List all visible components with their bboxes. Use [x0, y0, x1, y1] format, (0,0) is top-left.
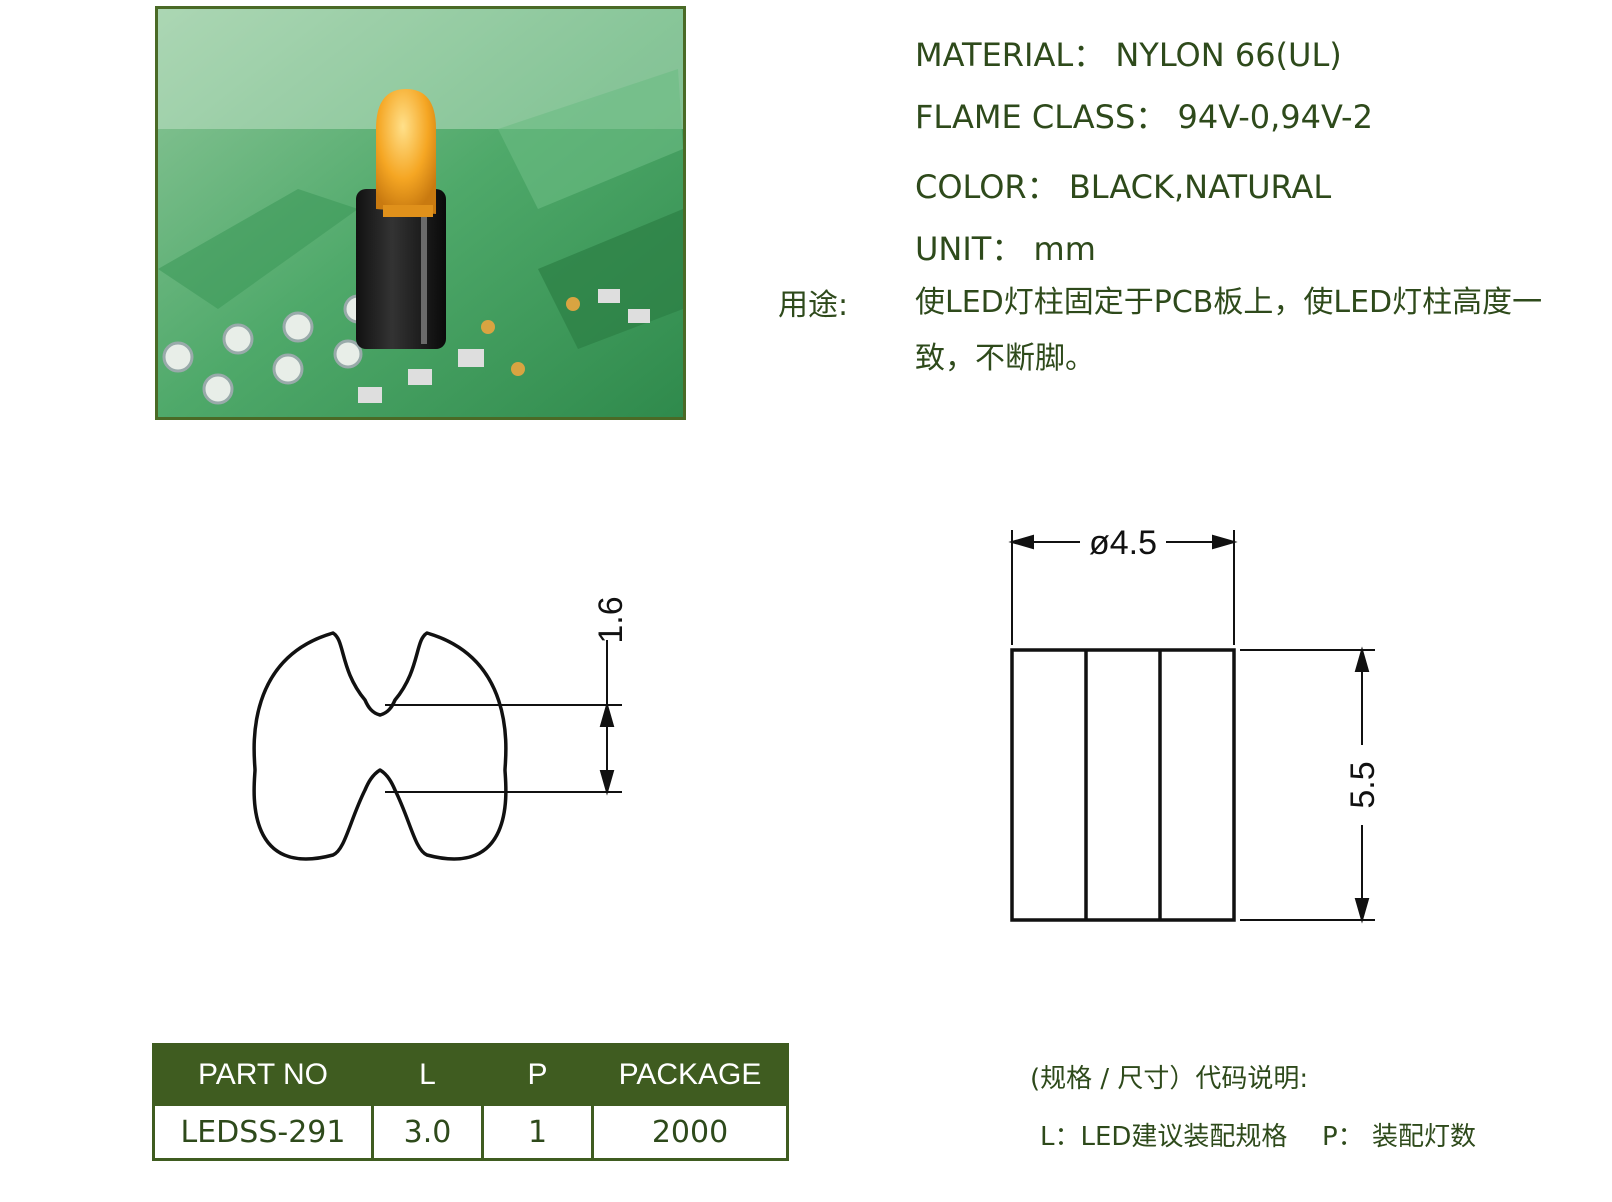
part-table: PART NO L P PACKAGE LEDSS-291 3.0 1 2000: [152, 1043, 789, 1161]
table-row: LEDSS-291 3.0 1 2000: [152, 1103, 789, 1161]
cell-p: 1: [481, 1103, 594, 1161]
header-package: PACKAGE: [591, 1043, 789, 1105]
slot-dimension-label: 1.6: [592, 596, 630, 643]
header-p: P: [481, 1043, 594, 1105]
cell-l: 3.0: [371, 1103, 484, 1161]
spec-flame-label: FLAME CLASS：: [915, 98, 1168, 136]
slot-dimension: [385, 640, 622, 796]
spec-unit: UNIT： mm: [915, 224, 1096, 270]
spec-color: COLOR： BLACK,NATURAL: [915, 162, 1331, 208]
height-dimension-label: 5.5: [1344, 761, 1382, 808]
spec-color-label: COLOR：: [915, 168, 1059, 206]
spec-material-value: NYLON 66(UL): [1115, 36, 1342, 74]
table-header-row: PART NO L P PACKAGE: [152, 1043, 789, 1105]
diameter-dimension: [1008, 530, 1238, 645]
side-view-outline: [1010, 648, 1236, 922]
spec-unit-label: UNIT：: [915, 230, 1024, 268]
spec-unit-value: mm: [1033, 230, 1096, 268]
cell-part-no: LEDSS-291: [152, 1103, 374, 1161]
product-photo: [155, 6, 686, 420]
header-part-no: PART NO: [152, 1043, 374, 1105]
spec-flame-value: 94V-0,94V-2: [1177, 98, 1373, 136]
header-l: L: [371, 1043, 484, 1105]
cell-package: 2000: [591, 1103, 789, 1161]
spec-color-value: BLACK,NATURAL: [1068, 168, 1332, 206]
top-view-outline: [252, 631, 508, 861]
spec-material-label: MATERIAL：: [915, 36, 1106, 74]
usage-text: 使LED灯柱固定于PCB板上，使LED灯柱高度一致，不断脚。: [915, 285, 1543, 376]
height-dimension: [1240, 646, 1375, 924]
spec-material: MATERIAL： NYLON 66(UL): [915, 30, 1342, 76]
diameter-dimension-label: ø4.5: [1089, 524, 1157, 562]
spec-flame-class: FLAME CLASS： 94V-0,94V-2: [915, 92, 1373, 138]
legend-p: P： 装配灯数: [1322, 1122, 1476, 1152]
legend-l: L：LED建议装配规格: [1040, 1122, 1288, 1152]
usage-label: 用途:: [778, 288, 849, 323]
legend-title: (规格 / 尺寸）代码说明:: [1030, 1064, 1309, 1094]
